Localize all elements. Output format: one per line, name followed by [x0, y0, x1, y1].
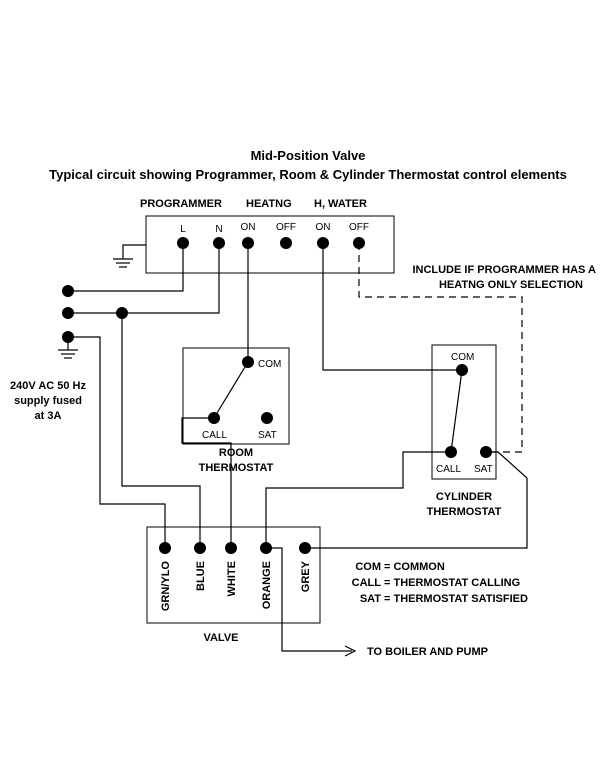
wires — [68, 243, 528, 657]
diagram-subtitle: Typical circuit showing Programmer, Room… — [49, 167, 567, 182]
heating-off-label: OFF — [276, 222, 296, 233]
valve-blue-label: BLUE — [195, 561, 207, 591]
valve-grn-ylo-terminal — [159, 542, 171, 554]
legend-value-call: = THERMOSTAT CALLING — [384, 577, 520, 589]
heating-on-label: ON — [241, 222, 256, 233]
valve-label: VALVE — [203, 632, 238, 644]
valve-grey-label: GREY — [300, 560, 312, 592]
cylinder-sat-terminal — [480, 446, 492, 458]
programmer-label: PROGRAMMER — [140, 198, 222, 210]
room-call-terminal — [208, 412, 220, 424]
supply-line-1: 240V AC 50 Hz — [10, 380, 87, 392]
valve-white-terminal — [225, 542, 237, 554]
valve-white-label: WHITE — [226, 561, 238, 596]
cylinder-call-terminal — [445, 446, 457, 458]
room-com-terminal — [242, 356, 254, 368]
heating-label: HEATNG — [246, 198, 292, 210]
valve-box — [146, 526, 321, 624]
valve-grn-ylo-label: GRN/YLO — [160, 561, 172, 612]
legend-key-call: CALL — [352, 577, 382, 589]
programmer-earth-symbol — [113, 244, 146, 268]
cylinder-com-terminal — [456, 364, 468, 376]
hot-water-label: H, WATER — [314, 198, 367, 210]
diagram-title: Mid-Position Valve — [251, 148, 366, 163]
cylinder-thermostat-label-1: CYLINDER — [436, 491, 492, 503]
legend-value-com: = COMMON — [384, 561, 445, 573]
note-line-1: INCLUDE IF PROGRAMMER HAS A — [412, 264, 596, 276]
valve-orange-label: ORANGE — [261, 561, 273, 609]
supply-line-2: supply fused — [14, 395, 82, 407]
room-thermostat-label-2: THERMOSTAT — [199, 462, 274, 474]
terminal-heating-off — [280, 237, 292, 249]
room-com-label: COM — [258, 359, 281, 370]
room-sat-label: SAT — [258, 430, 277, 441]
legend-key-com: COM — [355, 561, 381, 573]
room-sat-terminal — [261, 412, 273, 424]
room-thermostat-label-1: ROOM — [219, 447, 253, 459]
terminal-n-label: N — [215, 224, 222, 235]
room-thermostat-box — [182, 347, 290, 445]
supply-line-3: at 3A — [35, 410, 62, 422]
legend-key-sat: SAT — [360, 593, 381, 605]
legend: COM = COMMON CALL = THERMOSTAT CALLING S… — [352, 561, 528, 605]
valve-orange-terminal — [260, 542, 272, 554]
terminal-l-label: L — [180, 224, 186, 235]
cylinder-com-label: COM — [451, 352, 474, 363]
supply-earth-symbol — [58, 337, 78, 359]
water-on-label: ON — [316, 222, 331, 233]
room-call-label: CALL — [202, 430, 227, 441]
valve-blue-terminal — [194, 542, 206, 554]
cylinder-thermostat-label-2: THERMOSTAT — [427, 506, 502, 518]
cylinder-thermostat-box — [431, 344, 497, 480]
valve-grey-terminal — [299, 542, 311, 554]
cylinder-call-label: CALL — [436, 464, 461, 475]
cylinder-sat-label: SAT — [474, 464, 493, 475]
boiler-pump-label: TO BOILER AND PUMP — [367, 646, 488, 658]
water-off-label: OFF — [349, 222, 369, 233]
note-line-2: HEATNG ONLY SELECTION — [439, 279, 583, 291]
legend-value-sat: = THERMOSTAT SATISFIED — [384, 593, 528, 605]
